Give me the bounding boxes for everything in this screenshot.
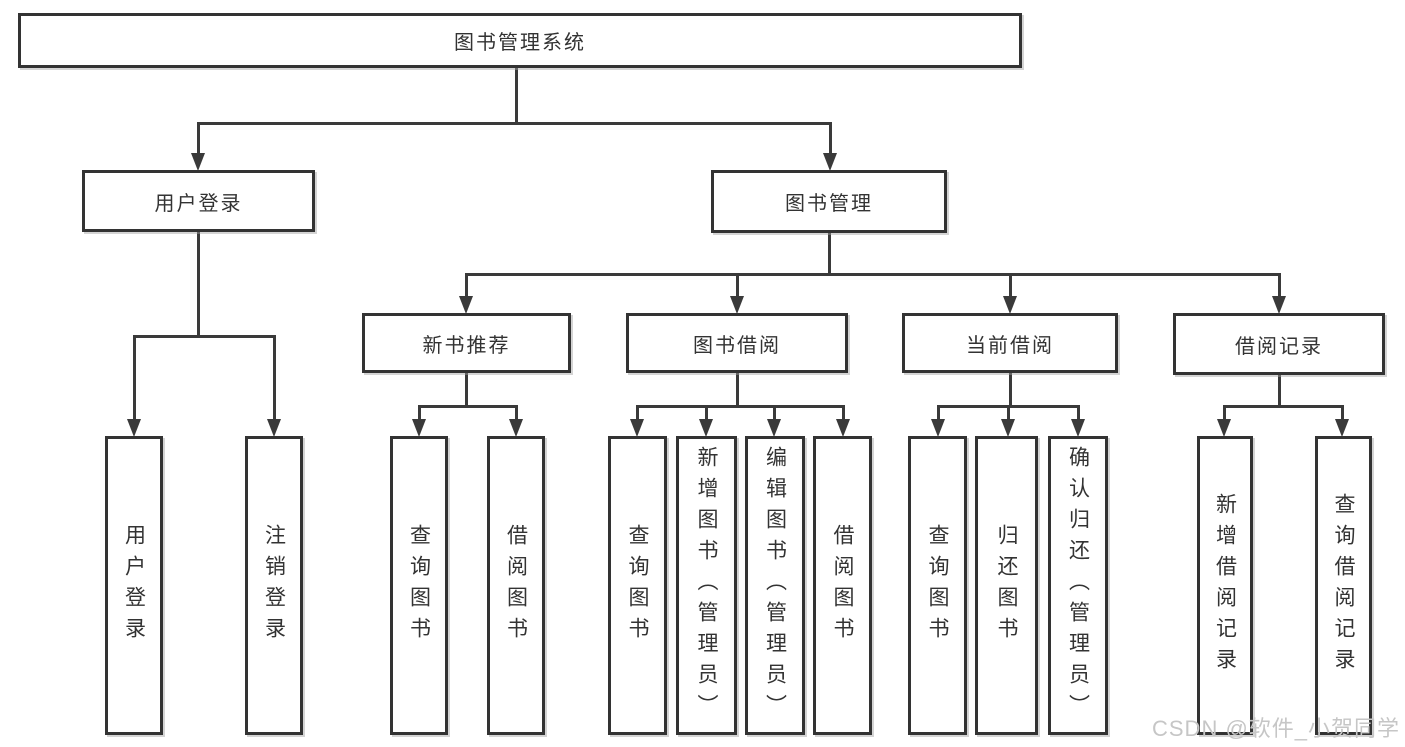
connector-line	[735, 373, 739, 406]
connector-line	[196, 121, 832, 125]
node-leaf-add-borrow-record: 新增借阅记录	[1197, 436, 1253, 735]
arrowhead-down-icon	[509, 419, 523, 437]
connector-line	[1222, 406, 1226, 421]
connector-line	[936, 406, 940, 421]
arrowhead-down-icon	[1003, 296, 1017, 314]
arrowhead-down-icon	[1217, 419, 1231, 437]
connector-line	[196, 232, 200, 336]
connector-line	[635, 406, 639, 421]
node-leaf-query-books-1: 查询图书	[390, 436, 448, 735]
connector-line	[1340, 406, 1344, 421]
arrowhead-down-icon	[823, 153, 837, 171]
node-label: 归还图书	[995, 523, 1018, 648]
connector-line	[464, 373, 468, 406]
connector-line	[1076, 406, 1080, 421]
arrowhead-down-icon	[730, 296, 744, 314]
connector-line	[1277, 274, 1281, 299]
node-label: 当前借阅	[966, 334, 1054, 357]
node-user-login: 用户登录	[82, 170, 315, 232]
connector-line	[828, 123, 832, 156]
arrowhead-down-icon	[459, 296, 473, 314]
node-label: 查询借阅记录	[1332, 492, 1355, 679]
connector-line	[272, 336, 276, 421]
connector-line	[417, 404, 518, 408]
connector-line	[827, 233, 831, 274]
node-label: 图书管理	[785, 193, 873, 215]
node-label: 新增借阅记录	[1213, 492, 1237, 679]
connector-line	[1008, 373, 1012, 406]
csdn-watermark: CSDN @软件_小贺同学	[1152, 716, 1401, 741]
node-label: 图书借阅	[693, 334, 781, 357]
node-leaf-add-books-admin: 新增图书（管理员）	[676, 436, 737, 735]
arrowhead-down-icon	[1071, 419, 1085, 437]
node-leaf-query-books-3: 查询图书	[908, 436, 967, 735]
node-borrowing-records: 借阅记录	[1173, 313, 1385, 375]
node-label: 借阅图书	[504, 523, 528, 648]
connector-line	[1277, 375, 1281, 406]
arrowhead-down-icon	[267, 419, 281, 437]
arrowhead-down-icon	[630, 419, 644, 437]
node-label: 借阅图书	[831, 523, 854, 648]
connector-line	[772, 406, 776, 421]
node-label: 新书推荐	[422, 334, 511, 357]
connector-line	[1222, 404, 1344, 408]
connector-line	[514, 406, 518, 421]
node-leaf-edit-books-admin: 编辑图书（管理员）	[745, 436, 805, 735]
node-leaf-query-books-2: 查询图书	[608, 436, 667, 735]
node-leaf-query-borrow-record: 查询借阅记录	[1315, 436, 1372, 735]
node-label: 编辑图书（管理员）	[763, 446, 787, 725]
arrowhead-down-icon	[767, 419, 781, 437]
connector-line	[841, 406, 845, 421]
connector-line	[1006, 406, 1010, 421]
arrowhead-down-icon	[412, 419, 426, 437]
node-root: 图书管理系统	[18, 13, 1022, 68]
node-label: 查询图书	[626, 523, 649, 648]
arrowhead-down-icon	[836, 419, 850, 437]
node-label: 借阅记录	[1235, 335, 1323, 358]
connector-line	[132, 334, 276, 338]
node-leaf-logout: 注销登录	[245, 436, 303, 735]
connector-line	[464, 272, 1281, 276]
node-label: 注销登录	[262, 523, 286, 648]
arrowhead-down-icon	[699, 419, 713, 437]
arrowhead-down-icon	[127, 419, 141, 437]
node-book-borrowing: 图书借阅	[626, 313, 848, 373]
node-current-borrowing: 当前借阅	[902, 313, 1118, 373]
node-leaf-borrow-books-2: 借阅图书	[813, 436, 872, 735]
node-new-book-recommend: 新书推荐	[362, 313, 571, 373]
node-leaf-borrow-books-1: 借阅图书	[487, 436, 545, 735]
connector-line	[132, 336, 136, 421]
arrowhead-down-icon	[1335, 419, 1349, 437]
node-leaf-return-books: 归还图书	[975, 436, 1038, 735]
node-label: 查询图书	[407, 523, 431, 648]
node-label: 查询图书	[926, 523, 949, 648]
connector-line	[635, 404, 845, 408]
node-label: 用户登录	[122, 523, 146, 648]
node-label: 确认归还（管理员）	[1066, 446, 1090, 725]
node-leaf-confirm-return-admin: 确认归还（管理员）	[1048, 436, 1108, 735]
connector-line	[704, 406, 708, 421]
node-label: 图书管理系统	[454, 32, 586, 54]
node-leaf-user-login: 用户登录	[105, 436, 163, 735]
connector-line	[1008, 274, 1012, 299]
connector-line	[464, 274, 468, 299]
arrowhead-down-icon	[191, 153, 205, 171]
node-book-management: 图书管理	[711, 170, 947, 233]
arrowhead-down-icon	[1272, 296, 1286, 314]
arrowhead-down-icon	[931, 419, 945, 437]
node-label: 新增图书（管理员）	[695, 446, 718, 725]
connector-line	[735, 274, 739, 299]
arrowhead-down-icon	[1001, 419, 1015, 437]
connector-line	[196, 123, 200, 156]
node-label: 用户登录	[154, 192, 243, 215]
connector-line	[514, 68, 518, 123]
connector-line	[417, 406, 421, 421]
